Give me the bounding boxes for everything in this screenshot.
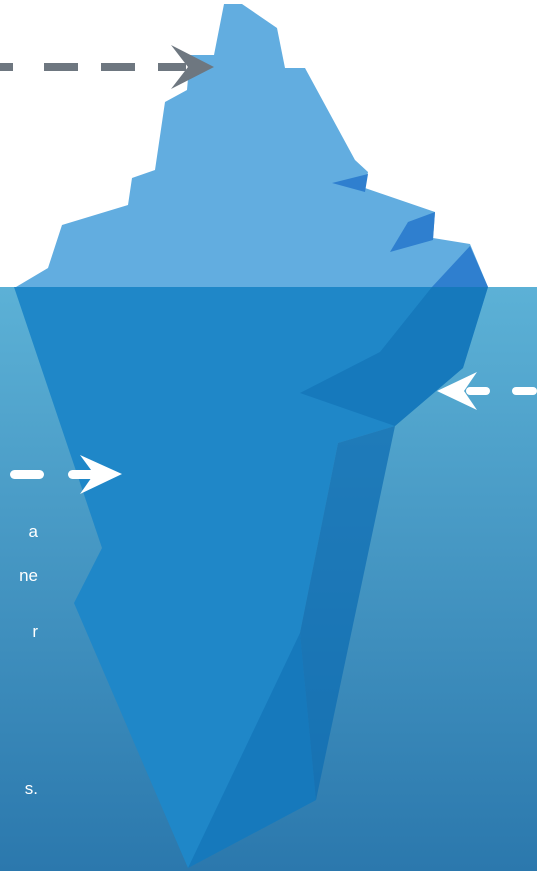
- text-fragment: ne: [0, 566, 38, 586]
- text-fragment: a: [0, 522, 38, 542]
- text-fragment: s.: [0, 779, 38, 799]
- text-fragment: r: [0, 622, 38, 642]
